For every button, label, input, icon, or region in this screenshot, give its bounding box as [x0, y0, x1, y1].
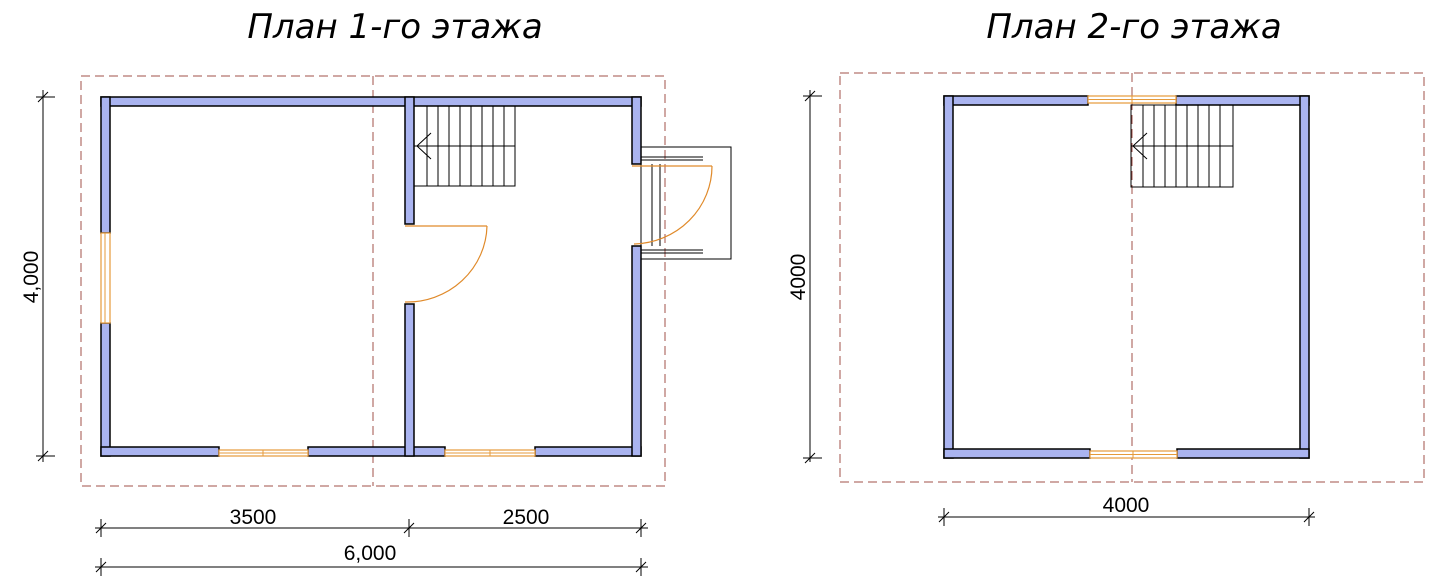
- plan-2-walls: [943, 95, 1310, 459]
- wall-top: [100, 96, 642, 107]
- wall-bottom-1: [100, 446, 220, 457]
- plan-1-title: План 1-го этажа: [247, 7, 542, 47]
- plan-1-floor: План 1-го этажа: [20, 7, 732, 576]
- plan-1-entrance: [632, 146, 732, 260]
- plan-1-dimension-sections: 3500 2500: [95, 506, 648, 537]
- wall2-left: [943, 95, 954, 459]
- wall-bottom-2: [307, 446, 446, 457]
- wall-bottom-3: [534, 446, 642, 457]
- dim2-width-label: 4000: [1103, 494, 1150, 517]
- plan-1-windows: [100, 232, 536, 457]
- plan-2-title: План 2-го этажа: [986, 7, 1281, 47]
- dim-height-label: 4,000: [20, 251, 43, 304]
- wall-right-lower: [631, 245, 642, 457]
- plan-2-dimension-width: 4000: [938, 494, 1315, 526]
- stair2-arrow: [1132, 132, 1148, 160]
- plan-2-dimension-height: 4000: [787, 90, 822, 464]
- dim-left-label: 3500: [230, 506, 277, 529]
- porch-outline: [640, 146, 732, 260]
- wall-left-upper: [100, 96, 111, 234]
- wall2-top-left: [943, 95, 1089, 106]
- wall-left-lower: [100, 322, 111, 457]
- plan-1-stairs: [413, 105, 516, 187]
- plan-1-walls: [100, 96, 642, 457]
- dim2-height-label: 4000: [787, 254, 810, 301]
- dim-total-label: 6,000: [344, 542, 397, 565]
- plan-1-dimension-total: 6,000: [95, 542, 648, 576]
- partition-lower: [404, 303, 415, 457]
- wall2-bottom-left: [943, 448, 1091, 459]
- plan-1-roof-outline: [80, 75, 666, 487]
- wall2-top-right: [1175, 95, 1310, 106]
- plan-2-roof-outline: [839, 72, 1425, 483]
- dim-right-label: 2500: [503, 506, 550, 529]
- plan-2-stairs: [1130, 104, 1234, 188]
- stair-arrow: [416, 132, 432, 160]
- wall2-bottom-right: [1176, 448, 1310, 459]
- partition-upper: [404, 96, 415, 225]
- plan-2-windows: [1087, 95, 1178, 459]
- wall-right-upper: [631, 96, 642, 165]
- plan-1-dimension-height: 4,000: [20, 90, 55, 462]
- plan-2-floor: План 2-го этажа: [787, 7, 1425, 526]
- wall2-right: [1299, 95, 1310, 459]
- plan-1-interior-door: [404, 225, 488, 303]
